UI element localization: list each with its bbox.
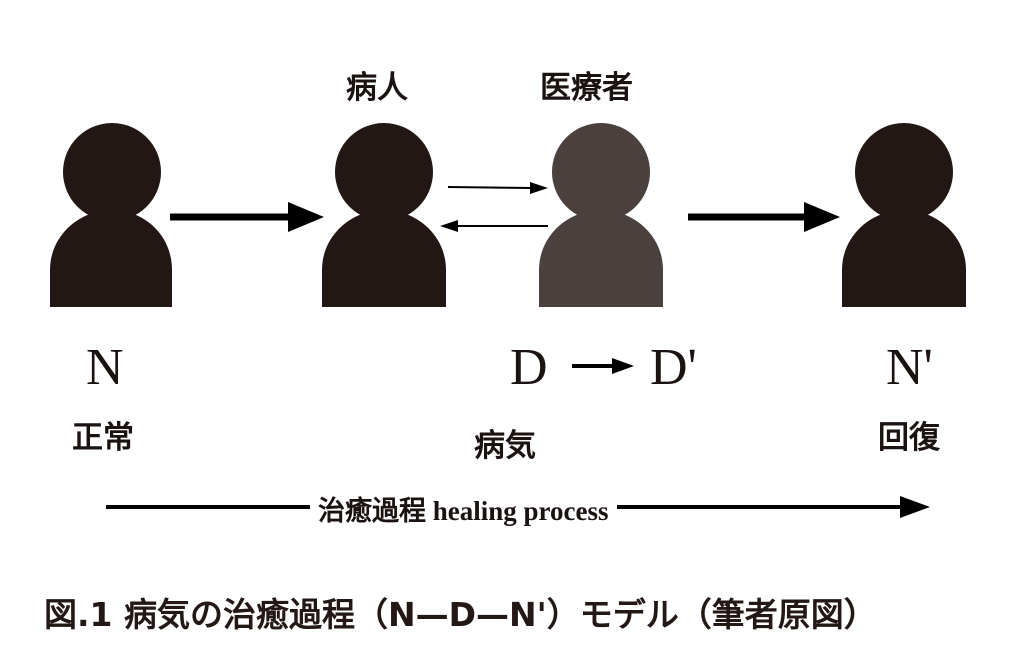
practitioner-role-label: 医療者 (540, 70, 633, 106)
person-patient-icon (322, 123, 446, 307)
person-practitioner-icon (539, 123, 663, 307)
arrow-normal-to-patient (170, 202, 324, 232)
disease-symbol: D (510, 339, 548, 396)
figure-caption: 図.1 病気の治癒過程（N—D—N'）モデル（筆者原図） (44, 595, 877, 634)
arrow-d-to-dprime (572, 358, 634, 374)
person-recovered-icon (842, 123, 966, 307)
arrow-practitioner-to-recovered (688, 202, 840, 232)
normal-label: 正常 (72, 420, 134, 456)
patient-role-label: 病人 (346, 70, 408, 106)
disease-label: 病気 (474, 428, 536, 464)
arrow-practitioner-to-patient (440, 220, 548, 232)
disease-prime-symbol: D' (650, 339, 697, 396)
recovery-symbol: N' (886, 339, 933, 396)
recovery-label: 回復 (878, 420, 940, 456)
person-normal-icon (50, 123, 172, 307)
healing-process-label: 治癒過程 healing process (310, 489, 617, 528)
arrow-patient-to-practitioner (447, 182, 548, 194)
normal-symbol: N (86, 339, 124, 396)
